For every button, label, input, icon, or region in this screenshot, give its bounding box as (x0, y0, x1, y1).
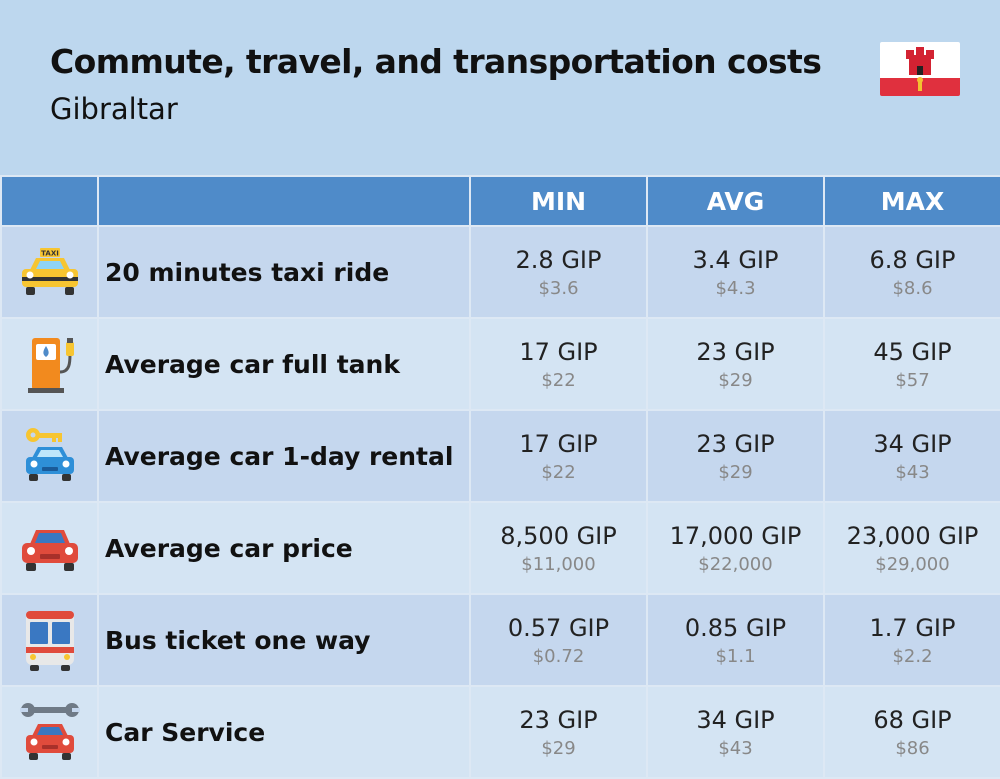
max-usd-value: $29,000 (875, 554, 950, 575)
min-gip-value: 2.8 GIP (515, 246, 602, 274)
row-icon-cell (0, 685, 99, 779)
column-header-item (97, 175, 471, 227)
max-gip-value: 34 GIP (873, 430, 952, 458)
car-rental-key-icon (25, 428, 74, 481)
column-header-min: MIN (469, 175, 648, 227)
min-cell: 0.57 GIP $0.72 (469, 593, 648, 687)
min-cell: 17 GIP $22 (469, 317, 648, 411)
row-label: Average car full tank (97, 317, 471, 411)
avg-gip-value: 23 GIP (696, 338, 775, 366)
min-usd-value: $0.72 (532, 646, 585, 667)
avg-usd-value: $29 (718, 462, 753, 483)
max-usd-value: $57 (895, 370, 930, 391)
table-header-row: MIN AVG MAX (0, 175, 1000, 227)
min-cell: 17 GIP $22 (469, 409, 648, 503)
row-label: Average car 1-day rental (97, 409, 471, 503)
row-label: Average car price (97, 501, 471, 595)
avg-cell: 3.4 GIP $4.3 (646, 225, 825, 319)
row-icon-cell (0, 409, 99, 503)
cost-table: MIN AVG MAX TAXI 20 (0, 175, 1000, 779)
avg-usd-value: $43 (718, 738, 753, 759)
avg-usd-value: $1.1 (715, 646, 756, 667)
max-cell: 68 GIP $86 (823, 685, 1000, 779)
avg-gip-value: 23 GIP (696, 430, 775, 458)
min-usd-value: $22 (541, 370, 576, 391)
avg-gip-value: 3.4 GIP (692, 246, 779, 274)
avg-gip-value: 17,000 GIP (669, 522, 802, 550)
table-row: Car Service 23 GIP $29 34 GIP $43 68 GIP… (0, 685, 1000, 779)
max-gip-value: 23,000 GIP (846, 522, 979, 550)
row-label: Bus ticket one way (97, 593, 471, 687)
row-icon-cell (0, 501, 99, 595)
table-row: Average car price 8,500 GIP $11,000 17,0… (0, 501, 1000, 595)
red-car-icon (21, 530, 78, 571)
table-row: Bus ticket one way 0.57 GIP $0.72 0.85 G… (0, 593, 1000, 687)
avg-cell: 0.85 GIP $1.1 (646, 593, 825, 687)
header: Commute, travel, and transportation cost… (0, 0, 1000, 172)
min-gip-value: 0.57 GIP (507, 614, 610, 642)
row-icon-cell (0, 593, 99, 687)
min-cell: 8,500 GIP $11,000 (469, 501, 648, 595)
min-usd-value: $3.6 (538, 278, 579, 299)
avg-gip-value: 0.85 GIP (684, 614, 787, 642)
bus-icon (25, 611, 74, 671)
avg-usd-value: $22,000 (698, 554, 773, 575)
avg-cell: 23 GIP $29 (646, 409, 825, 503)
column-header-max: MAX (823, 175, 1000, 227)
avg-usd-value: $4.3 (715, 278, 756, 299)
max-cell: 34 GIP $43 (823, 409, 1000, 503)
car-service-wrench-icon (19, 703, 80, 760)
max-usd-value: $2.2 (892, 646, 933, 667)
max-cell: 23,000 GIP $29,000 (823, 501, 1000, 595)
min-gip-value: 17 GIP (519, 338, 598, 366)
row-label: 20 minutes taxi ride (97, 225, 471, 319)
avg-gip-value: 34 GIP (696, 706, 775, 734)
avg-cell: 34 GIP $43 (646, 685, 825, 779)
min-gip-value: 23 GIP (519, 706, 598, 734)
taxi-icon: TAXI (21, 248, 78, 295)
column-header-avg: AVG (646, 175, 825, 227)
taxi-sign-text: TAXI (41, 250, 59, 258)
row-icon-cell (0, 317, 99, 411)
column-header-icon (0, 175, 99, 227)
min-usd-value: $29 (541, 738, 576, 759)
avg-cell: 23 GIP $29 (646, 317, 825, 411)
min-gip-value: 17 GIP (519, 430, 598, 458)
table-row: Average car 1-day rental 17 GIP $22 23 G… (0, 409, 1000, 503)
max-gip-value: 1.7 GIP (869, 614, 956, 642)
max-usd-value: $43 (895, 462, 930, 483)
min-usd-value: $22 (541, 462, 576, 483)
gibraltar-flag-icon (880, 42, 960, 96)
fuel-pump-icon (27, 338, 74, 393)
page-title: Commute, travel, and transportation cost… (50, 42, 822, 81)
max-gip-value: 45 GIP (873, 338, 952, 366)
min-gip-value: 8,500 GIP (500, 522, 617, 550)
max-cell: 6.8 GIP $8.6 (823, 225, 1000, 319)
max-gip-value: 6.8 GIP (869, 246, 956, 274)
max-usd-value: $8.6 (892, 278, 933, 299)
min-usd-value: $11,000 (521, 554, 596, 575)
max-cell: 1.7 GIP $2.2 (823, 593, 1000, 687)
table-row: TAXI 20 minutes taxi ride 2.8 GIP $3.6 3… (0, 225, 1000, 319)
max-cell: 45 GIP $57 (823, 317, 1000, 411)
avg-usd-value: $29 (718, 370, 753, 391)
page-subtitle: Gibraltar (50, 92, 178, 126)
max-usd-value: $86 (895, 738, 930, 759)
table-row: Average car full tank 17 GIP $22 23 GIP … (0, 317, 1000, 411)
row-label: Car Service (97, 685, 471, 779)
max-gip-value: 68 GIP (873, 706, 952, 734)
min-cell: 23 GIP $29 (469, 685, 648, 779)
row-icon-cell: TAXI (0, 225, 99, 319)
min-cell: 2.8 GIP $3.6 (469, 225, 648, 319)
avg-cell: 17,000 GIP $22,000 (646, 501, 825, 595)
